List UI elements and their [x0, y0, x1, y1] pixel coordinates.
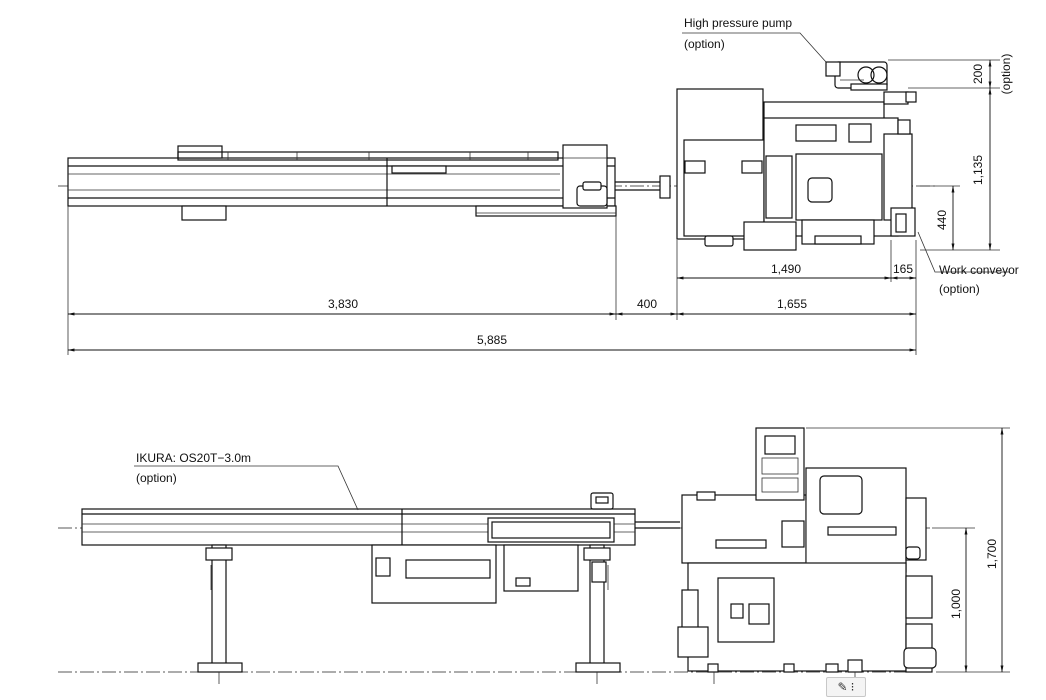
- dim-pump-height: 200: [971, 64, 985, 84]
- pump-top: [825, 61, 888, 91]
- bar-feeder-top: [67, 144, 671, 221]
- machine-top: [676, 61, 917, 251]
- bar-feeder-label-option: (option): [136, 471, 177, 485]
- conveyor-label-option: (option): [939, 282, 980, 296]
- top-horizontal-dimensions: 1,490 165 3,830 400 1,655 5,885: [67, 206, 917, 355]
- pump-leader: [682, 32, 827, 63]
- pump-label-option: (option): [684, 37, 725, 51]
- machine-front: [677, 427, 937, 684]
- dim-base-length: 1,490: [771, 262, 801, 276]
- dim-spindle-height: 1,000: [949, 589, 963, 619]
- pump-label: High pressure pump: [684, 16, 792, 30]
- dim-machine-length: 1,655: [777, 297, 807, 311]
- conveyor-label: Work conveyor: [939, 263, 1019, 277]
- dim-top-height: 1,135: [971, 155, 985, 185]
- top-view: High pressure pump (option) 200 (option)…: [58, 16, 1019, 355]
- dim-bar-feeder-length: 3,830: [328, 297, 358, 311]
- conveyor-leader: [917, 231, 1010, 273]
- front-vertical-dimensions: 1,000 1,700: [806, 427, 1010, 673]
- image-toolbar[interactable]: ✎ ⁝: [826, 677, 866, 697]
- dim-conveyor-height: 440: [935, 210, 949, 230]
- bar-feeder-label: IKURA: OS20T−3.0m: [136, 451, 251, 465]
- dim-pump-option: (option): [999, 54, 1013, 95]
- front-view: IKURA: OS20T−3.0m (option): [58, 427, 1010, 684]
- top-vertical-dimensions: 200 (option) 1,135 440: [888, 54, 1013, 251]
- dim-conveyor-offset: 165: [893, 262, 913, 276]
- dim-gap: 400: [637, 297, 657, 311]
- dim-total-length: 5,885: [477, 333, 507, 347]
- bar-feeder-leader: [134, 465, 359, 511]
- chevron-icon[interactable]: ⁝: [850, 680, 855, 694]
- dim-overall-height: 1,700: [985, 539, 999, 569]
- pencil-square-icon[interactable]: ✎: [837, 680, 848, 694]
- bar-feeder-side: [81, 492, 680, 684]
